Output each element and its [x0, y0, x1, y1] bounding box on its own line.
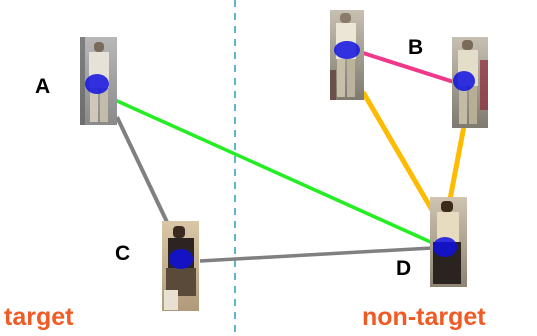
edge-b-d — [445, 125, 467, 211]
edge-a-c — [115, 116, 169, 223]
person-crop-c — [162, 221, 199, 311]
edge-b1-d — [360, 90, 435, 212]
node-label-d: D — [396, 257, 411, 280]
person-crop-a — [80, 37, 117, 125]
edge-c-d — [199, 246, 433, 263]
node-label-b: B — [408, 36, 423, 59]
region-label-non-target: non-target — [362, 303, 486, 331]
marker-d — [433, 237, 457, 257]
marker-b — [453, 71, 475, 91]
edge-b1-b — [359, 50, 461, 86]
edge-a-d — [114, 98, 436, 246]
marker-c — [169, 249, 193, 269]
person-crop-b — [452, 37, 488, 128]
person-crop-b1 — [330, 10, 364, 100]
node-label-c: C — [115, 242, 130, 265]
region-label-target: target — [4, 303, 74, 331]
person-crop-d — [430, 197, 467, 287]
edges — [114, 50, 467, 263]
node-label-a: A — [35, 75, 50, 98]
marker-b1 — [334, 41, 360, 59]
marker-a — [85, 74, 109, 94]
